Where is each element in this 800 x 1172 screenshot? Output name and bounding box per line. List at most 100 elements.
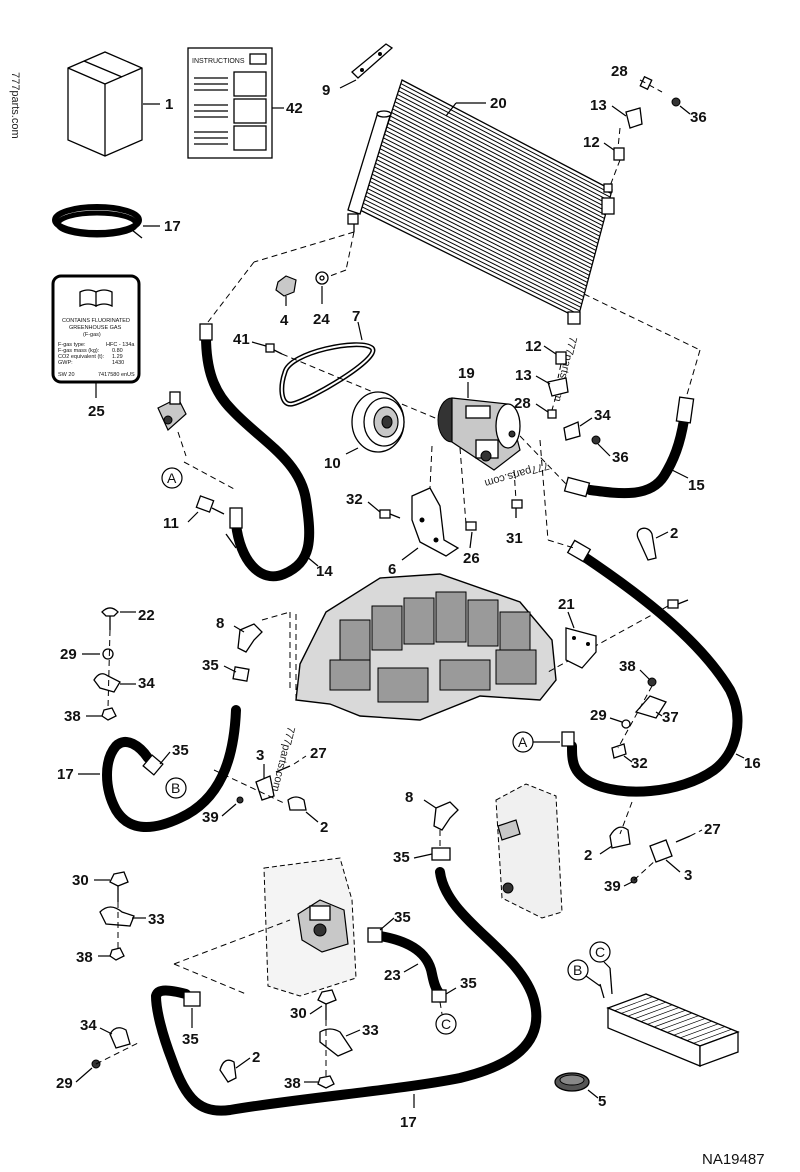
condenser-fin [397, 94, 609, 205]
decal-footer-left: SW 20 [58, 372, 75, 378]
part-number-36-left: 35 [172, 742, 189, 759]
part-number-22: 23 [384, 967, 401, 984]
condenser-fin [367, 184, 585, 294]
compressor [437, 397, 521, 471]
condenser-fin [381, 140, 597, 251]
condenser-fin [377, 155, 593, 266]
condenser-fin [393, 104, 606, 216]
part-number-21: 20 [490, 95, 507, 112]
engine-component [377, 667, 429, 703]
part-number-36-heater: 35 [394, 909, 411, 926]
decal-line2: GREENHOUSE GAS [69, 325, 122, 331]
bolt-32-top [379, 509, 401, 519]
condenser-fin [370, 177, 587, 287]
part-number-38-right: 38 [619, 658, 636, 675]
hose-coil [52, 204, 143, 239]
part-number-17-left: 17 [57, 766, 74, 783]
condenser [347, 79, 615, 325]
core-fin [660, 1015, 699, 1031]
pressure-switch [157, 391, 187, 431]
condenser-fin [392, 108, 605, 219]
clamp-group-lower-mid [317, 989, 353, 1089]
decal-row3-k: CO2 equivalent (t): [58, 354, 105, 360]
hose-17-bottom [151, 867, 542, 1116]
core-fin [634, 1004, 673, 1020]
condenser-fin [390, 115, 603, 226]
core-fin [640, 1007, 679, 1022]
hose-22 [367, 927, 447, 1003]
part-number-13-top: 13 [590, 97, 607, 114]
grommet-5 [554, 1072, 590, 1092]
engine-component [467, 599, 499, 647]
part-number-29-top: 28 [611, 63, 628, 80]
callout-c-bottom: C [441, 1016, 451, 1032]
part-number-11: 11 [163, 515, 179, 532]
decal-row4-v: 1430 [112, 360, 124, 366]
core-fin [621, 999, 660, 1014]
drawing-code: NA19487 [702, 1151, 765, 1168]
washer-24 [315, 271, 329, 285]
instructions-sheet: INSTRUCTIONS [187, 47, 273, 159]
part-number-35-right: 37 [662, 709, 679, 726]
engine [295, 573, 557, 721]
decal-row3-v: 1.29 [112, 354, 123, 360]
watermark-top-left: 777parts.com [9, 72, 21, 139]
bracket-9 [351, 43, 394, 79]
callout-b-left: B [171, 780, 180, 796]
engine-component [329, 659, 371, 691]
engine-component [339, 619, 371, 661]
bracket-6 [411, 487, 460, 557]
part-number-38-left: 38 [64, 708, 81, 725]
core-fin [693, 1028, 732, 1044]
condenser-fin [369, 180, 586, 291]
hose-15 [563, 396, 695, 499]
condenser-fin [395, 97, 608, 209]
part-number-2-top: 2 [670, 525, 678, 542]
heater-housing [263, 857, 357, 997]
part-number-8-top: 8 [216, 615, 224, 632]
condenser-fin [374, 162, 591, 273]
switch-11 [195, 495, 225, 515]
part-number-8-mid: 8 [405, 789, 413, 806]
engine-component [403, 597, 435, 645]
part-number-23: 25 [88, 403, 105, 420]
callout-a-top: A [167, 470, 177, 486]
part-number-31-mid: 30 [290, 1005, 307, 1022]
condenser-fin [373, 166, 590, 276]
condenser-fin [363, 198, 582, 308]
part-number-33: 31 [506, 530, 523, 547]
condenser-fin [388, 119, 602, 230]
condenser-fin [365, 191, 583, 301]
part-number-25: 26 [463, 550, 480, 567]
part-number-3-right: 3 [684, 867, 692, 884]
part-number-4: 4 [280, 312, 289, 329]
part-number-39-mid: 39 [202, 809, 219, 826]
condenser-fin [372, 169, 589, 280]
clip-2-bottom [219, 1059, 237, 1083]
clamp-group-right [611, 677, 667, 759]
bolt-25 [465, 521, 477, 531]
bolt-33 [511, 499, 523, 518]
condenser-fin [366, 187, 584, 298]
part-number-2-bottom: 2 [252, 1049, 260, 1066]
hose-16 [561, 539, 743, 797]
callout-c-core: C [595, 944, 605, 960]
condenser-fin [399, 86, 611, 198]
decal-footer-right: 7417580 enUS [98, 372, 135, 378]
part-number-26: 22 [138, 607, 155, 624]
clamp-group-lower-right [609, 826, 691, 884]
part-number-2-mid: 2 [320, 819, 328, 836]
elbow-8-mid [431, 801, 459, 861]
condenser-fin [376, 158, 592, 269]
cap-4 [275, 275, 297, 297]
part-number-17-coil: 17 [164, 218, 181, 235]
clamp-34-bottom [91, 1027, 131, 1069]
decal-line3: (F-gas) [83, 332, 101, 338]
part-number-9: 9 [322, 82, 330, 99]
condenser-fin [380, 144, 596, 255]
condenser-fin [379, 148, 595, 259]
decal-row1-k: F-gas type: [58, 342, 86, 348]
part-number-15: 15 [688, 477, 705, 494]
part-number-40: 41 [233, 331, 250, 348]
